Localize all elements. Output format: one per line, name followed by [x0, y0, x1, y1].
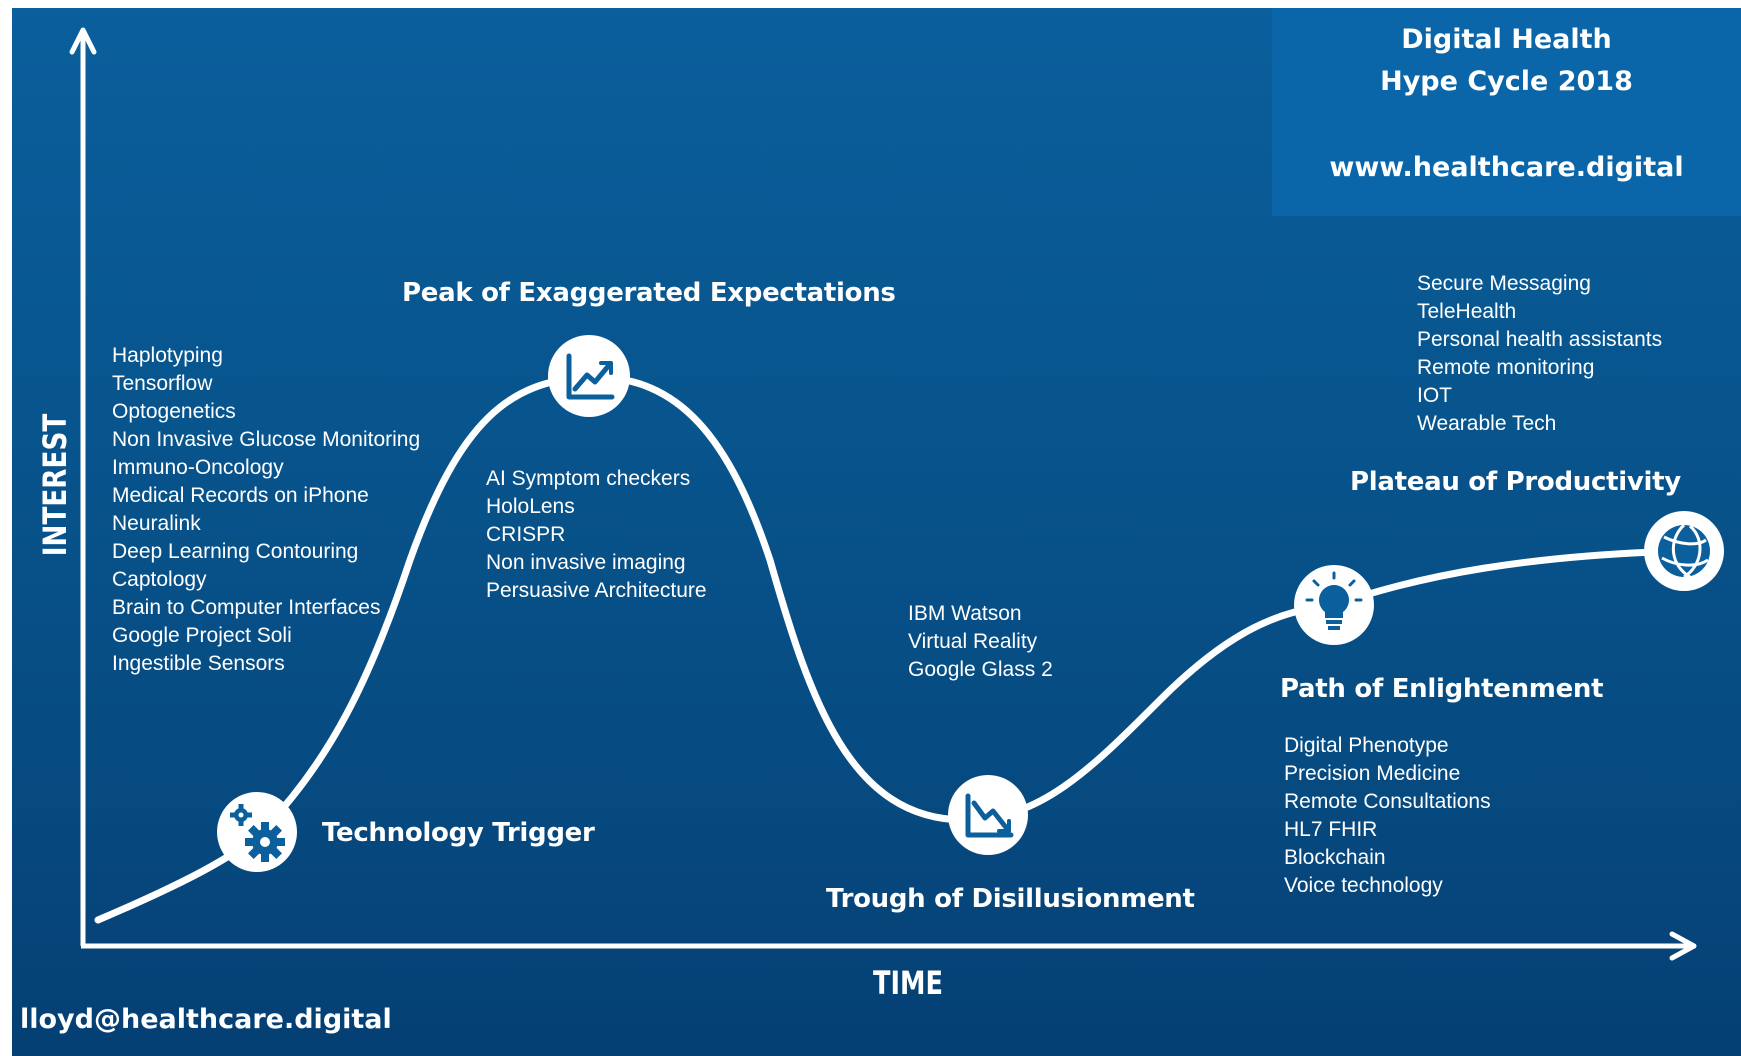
trough-label: Trough of Disillusionment — [826, 884, 1195, 914]
footer-email: lloyd@healthcare.digital — [20, 1004, 392, 1035]
title-line-2: Hype Cycle 2018 — [1380, 66, 1633, 97]
technology-trigger-label: Technology Trigger — [322, 818, 595, 848]
list-item: Immuno-Oncology — [112, 456, 284, 479]
list-item: Remote monitoring — [1417, 356, 1595, 379]
list-item: Medical Records on iPhone — [112, 484, 369, 507]
list-item: Ingestible Sensors — [112, 652, 285, 675]
list-item: Virtual Reality — [908, 630, 1038, 653]
lightbulb-icon — [1294, 565, 1374, 645]
trend-up-icon — [548, 335, 630, 417]
list-item: Secure Messaging — [1417, 272, 1591, 295]
list-item: Neuralink — [112, 512, 201, 535]
website-url: www.healthcare.digital — [1329, 152, 1684, 183]
globe-icon — [1644, 511, 1724, 591]
list-item: Captology — [112, 568, 207, 591]
plateau-label: Plateau of Productivity — [1350, 467, 1681, 497]
list-item: Tensorflow — [112, 372, 213, 395]
trend-down-icon — [948, 775, 1028, 855]
list-item: Google Glass 2 — [908, 658, 1053, 681]
trough-list: IBM Watson Virtual Reality Google Glass … — [908, 600, 1053, 684]
list-item: AI Symptom checkers — [486, 467, 691, 490]
list-item: Optogenetics — [112, 400, 236, 423]
list-item: Non Invasive Glucose Monitoring — [112, 428, 421, 451]
list-item: IOT — [1417, 384, 1452, 407]
list-item: Precision Medicine — [1284, 762, 1461, 785]
list-item: CRISPR — [486, 523, 566, 546]
list-item: Blockchain — [1284, 846, 1386, 869]
x-axis-label: TIME — [873, 964, 943, 1002]
gears-icon — [217, 792, 297, 872]
list-item: Wearable Tech — [1417, 412, 1557, 435]
list-item: TeleHealth — [1417, 300, 1517, 323]
list-item: HoloLens — [486, 495, 575, 518]
y-axis — [69, 27, 97, 946]
peak-label: Peak of Exaggerated Expectations — [402, 278, 896, 308]
list-item: Voice technology — [1284, 874, 1443, 897]
list-item: Digital Phenotype — [1284, 734, 1449, 757]
list-item: Brain to Computer Interfaces — [112, 596, 381, 619]
list-item: Haplotyping — [112, 344, 223, 367]
path-label: Path of Enlightenment — [1280, 674, 1604, 704]
title-box — [1272, 8, 1741, 216]
list-item: Google Project Soli — [112, 624, 292, 647]
list-item: Non invasive imaging — [486, 551, 686, 574]
x-axis — [81, 931, 1697, 961]
y-axis-label: INTEREST — [36, 413, 74, 557]
plateau-list: Secure Messaging TeleHealth Personal hea… — [1417, 270, 1662, 438]
technology-trigger-list: Haplotyping Tensorflow Optogenetics Non … — [112, 342, 420, 678]
list-item: HL7 FHIR — [1284, 818, 1378, 841]
list-item: Persuasive Architecture — [486, 579, 707, 602]
list-item: IBM Watson — [908, 602, 1022, 625]
list-item: Remote Consultations — [1284, 790, 1491, 813]
title-line-1: Digital Health — [1401, 24, 1612, 55]
path-list: Digital Phenotype Precision Medicine Rem… — [1284, 732, 1491, 900]
list-item: Deep Learning Contouring — [112, 540, 359, 563]
peak-list: AI Symptom checkers HoloLens CRISPR Non … — [486, 465, 707, 605]
list-item: Personal health assistants — [1417, 328, 1663, 351]
